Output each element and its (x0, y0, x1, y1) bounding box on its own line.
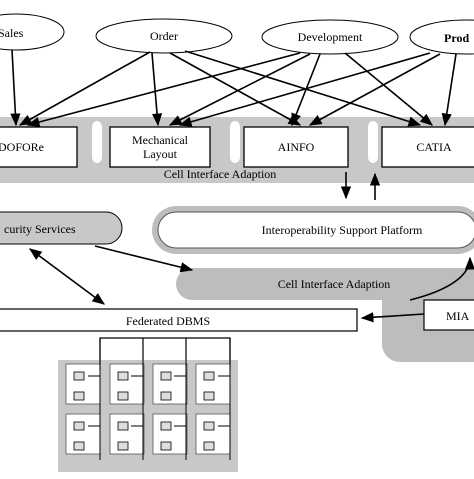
tool-label-doforee: DOFORe (0, 140, 44, 154)
tool-box-doforee (0, 126, 78, 168)
cell-interface-bottom-label: Cell Interface Adaption (278, 277, 391, 291)
dept-ellipse-prod (409, 19, 474, 55)
security-services-box (0, 211, 123, 245)
tool-box-ainfo (243, 126, 349, 168)
dept-label-prod: Prod (444, 31, 469, 45)
tool-label-layout: Layout (143, 147, 178, 161)
dept-tool-arrows (10, 49, 457, 128)
dept-ellipse-sales (0, 13, 65, 51)
tool-box-catia (381, 126, 474, 168)
tool-label-ainfo: AINFO (278, 140, 315, 154)
cell-interface-top-label: Cell Interface Adaption (164, 167, 277, 181)
tool-label-catia: CATIA (416, 140, 452, 154)
band-gap-2 (230, 121, 240, 163)
dept-label-development: Development (298, 30, 363, 44)
platform-arrows (28, 172, 474, 323)
database-schematic (58, 337, 238, 472)
dept-ellipse-development (261, 19, 399, 55)
dept-label-sales: Sales (0, 26, 24, 40)
federated-dbms-label: Federated DBMS (126, 314, 210, 328)
mia-label: MIA (446, 309, 470, 323)
tool-label-mechanical: Mechanical (132, 133, 189, 147)
interop-platform-inner (157, 211, 474, 249)
band-gap-3 (368, 121, 378, 163)
interop-platform-label: Interoperability Support Platform (262, 223, 423, 237)
band-gap-1 (92, 121, 102, 163)
dept-label-order: Order (150, 29, 178, 43)
tool-box-mechanical (109, 126, 211, 168)
federated-dbms-box (0, 308, 358, 332)
mia-box (423, 299, 474, 331)
security-services-label: curity Services (4, 222, 76, 236)
dept-ellipse-order (95, 18, 233, 54)
